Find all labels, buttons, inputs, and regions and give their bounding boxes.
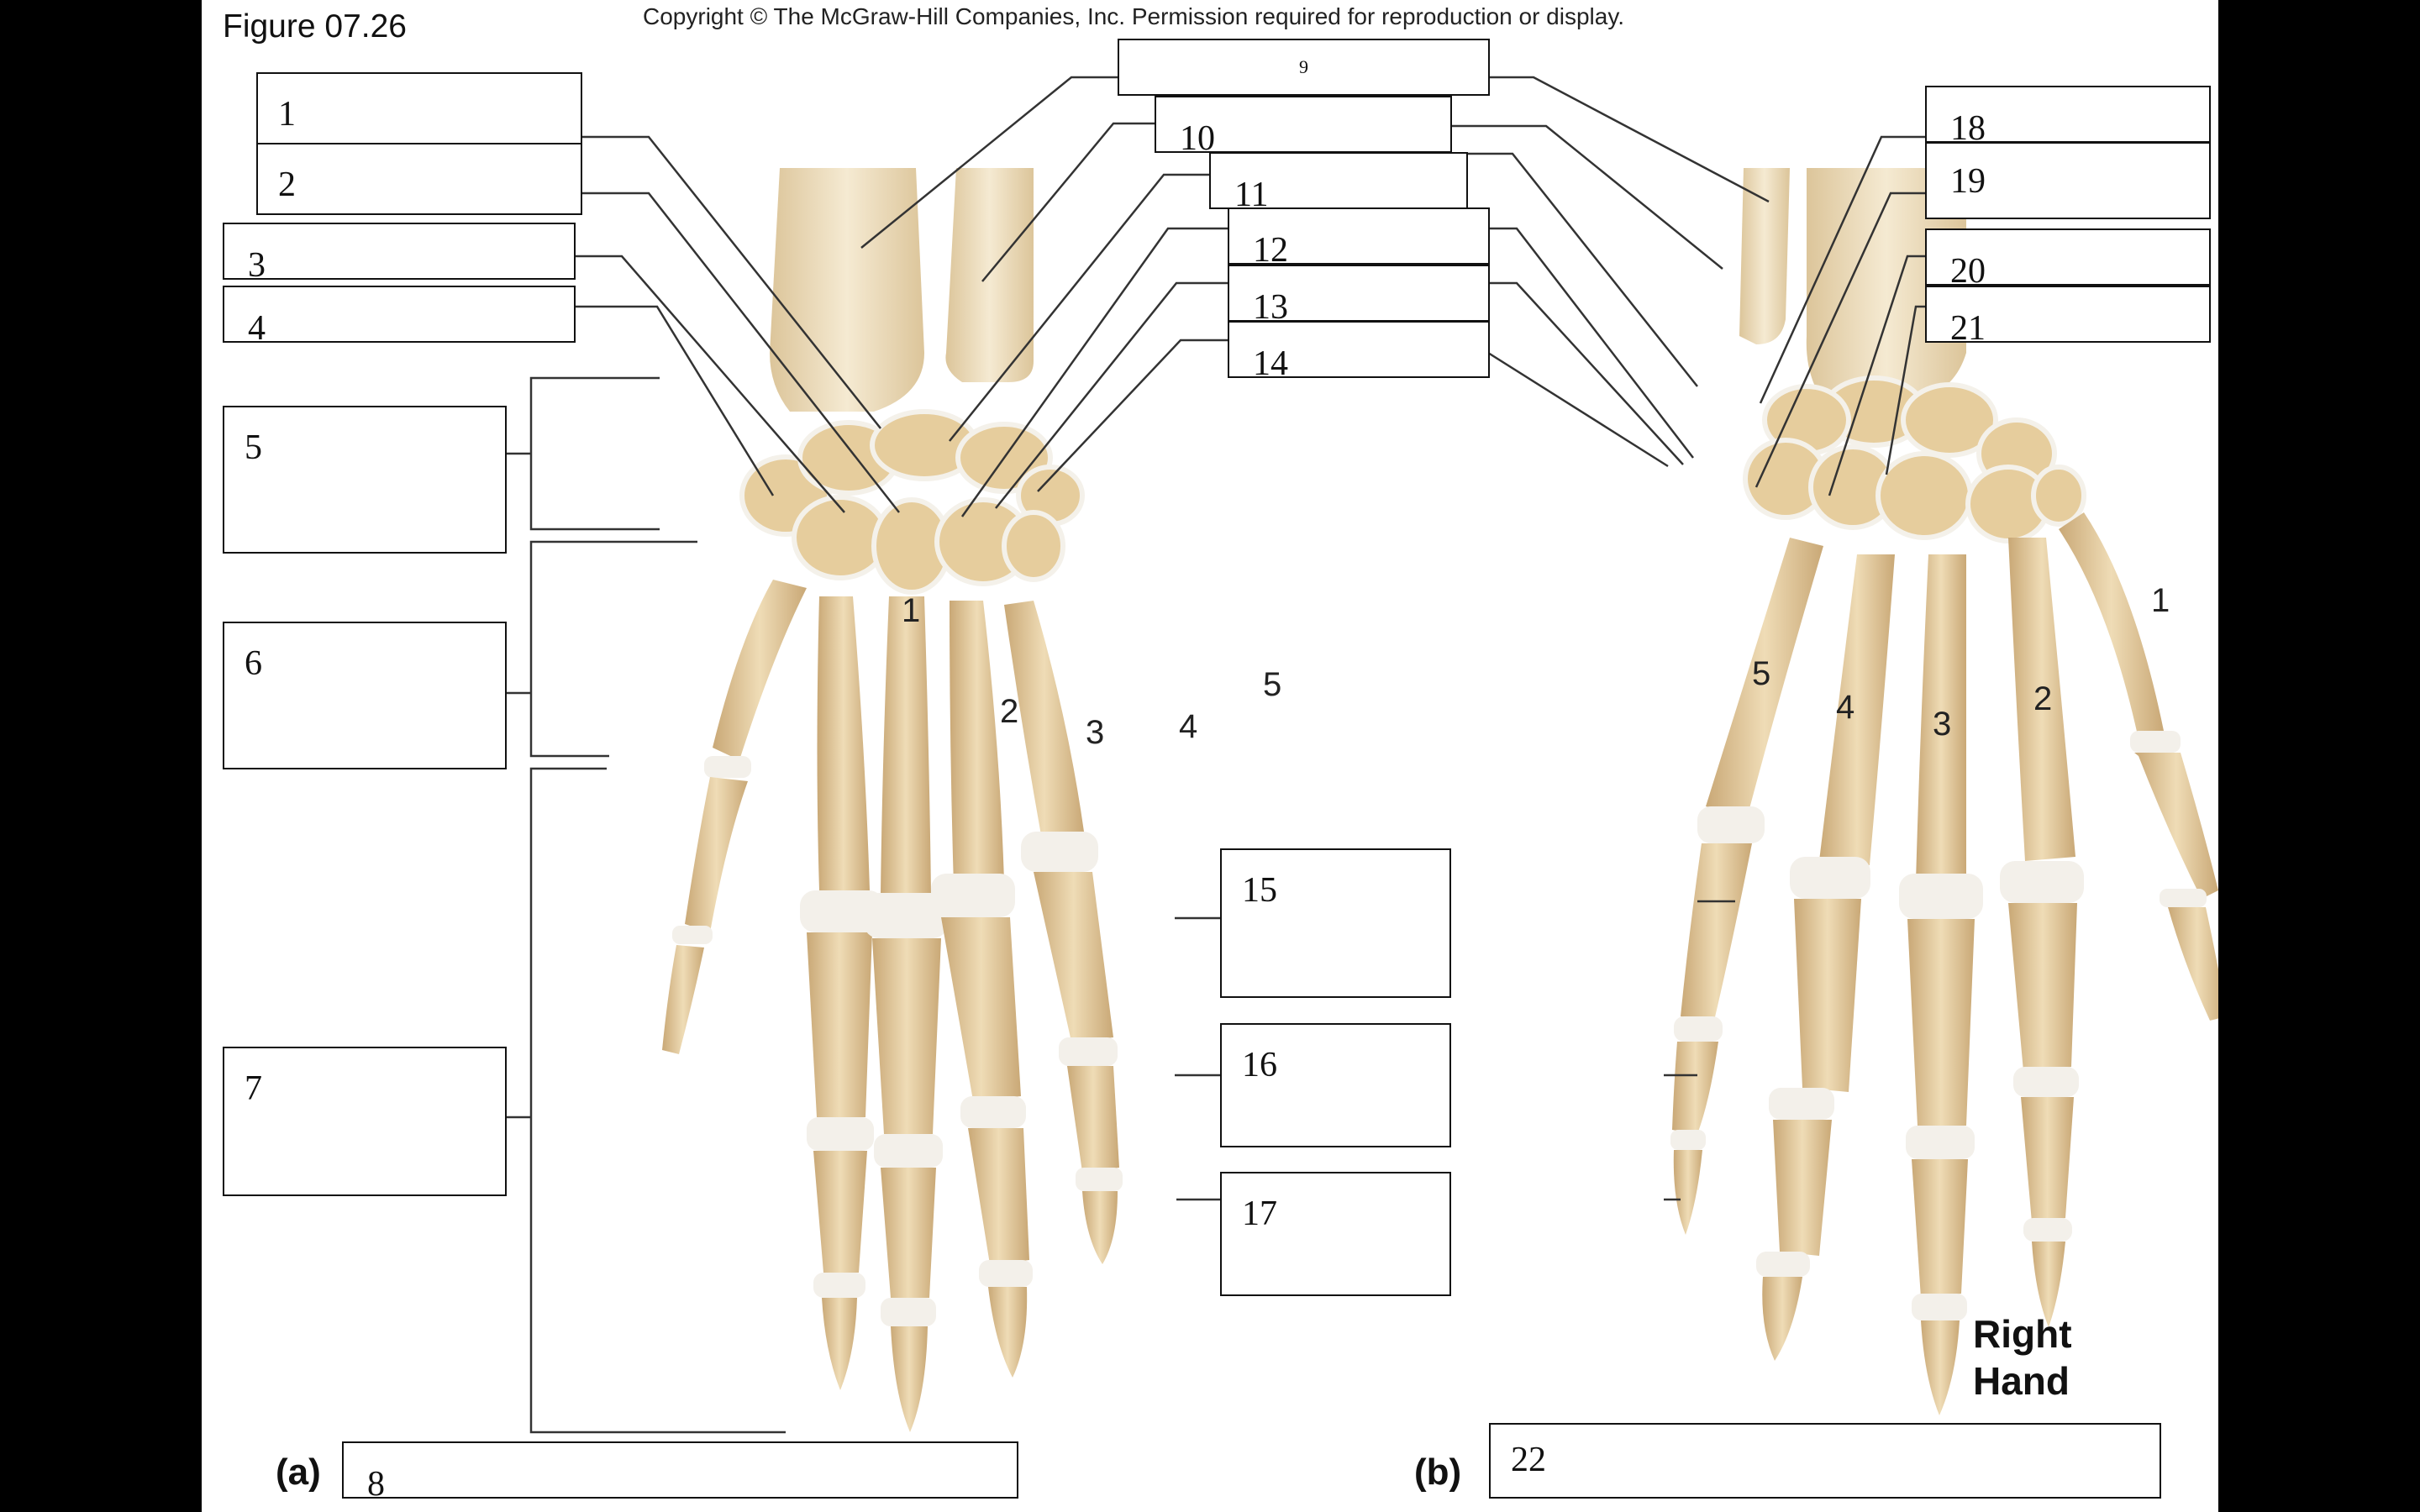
metacarpal-number: 2 bbox=[1000, 693, 1018, 730]
slide: Figure 07.26 Copyright © The McGraw-Hill… bbox=[202, 0, 2218, 1512]
label-number: 14 bbox=[1253, 344, 1288, 383]
label-box-3[interactable]: 3 bbox=[223, 223, 576, 285]
metacarpal-numbers-a: 1 2 3 4 5 bbox=[902, 592, 1281, 751]
label-box-13[interactable]: 13 bbox=[1228, 265, 1490, 327]
label-number: 6 bbox=[245, 644, 262, 683]
orientation-label: Right Hand bbox=[1973, 1310, 2072, 1404]
label-box-15[interactable]: 15 bbox=[1220, 848, 1451, 998]
label-number: 8 bbox=[367, 1465, 385, 1504]
metacarpal-number: 3 bbox=[1086, 714, 1104, 751]
label-box-20[interactable]: 20 bbox=[1925, 228, 2211, 291]
label-box-14[interactable]: 14 bbox=[1228, 321, 1490, 383]
label-number: 18 bbox=[1950, 109, 1986, 148]
hand-illustration: 1 2 3 4 5 1 2 3 4 5 bbox=[506, 76, 2218, 1434]
metacarpal-number: 4 bbox=[1836, 689, 1854, 726]
leader-lines bbox=[506, 76, 1926, 1434]
label-box-2[interactable]: 2 bbox=[256, 143, 582, 215]
copyright-notice: Copyright © The McGraw-Hill Companies, I… bbox=[643, 3, 1625, 29]
label-box-1[interactable]: 1 bbox=[256, 72, 582, 144]
label-box-17[interactable]: 17 bbox=[1220, 1172, 1451, 1296]
label-box-22[interactable]: 22 bbox=[1489, 1423, 2161, 1499]
label-number: 20 bbox=[1950, 252, 1986, 291]
label-number: 16 bbox=[1242, 1046, 1277, 1084]
label-number: 11 bbox=[1234, 176, 1269, 214]
label-box-12[interactable]: 12 bbox=[1228, 207, 1490, 270]
label-number: 13 bbox=[1253, 288, 1288, 327]
ulna-a bbox=[945, 168, 1034, 382]
label-box-10[interactable]: 10 bbox=[1155, 96, 1452, 158]
label-box-11[interactable]: 11 bbox=[1209, 152, 1468, 213]
label-number: 1 bbox=[278, 95, 296, 134]
label-box-8[interactable]: 8 bbox=[342, 1441, 1018, 1504]
metacarpal-number: 4 bbox=[1179, 708, 1197, 745]
label-box-21[interactable]: 21 bbox=[1925, 286, 2211, 348]
orientation-label-line1: Right bbox=[1973, 1312, 2072, 1356]
label-box-19[interactable]: 19 bbox=[1925, 142, 2211, 219]
figure-label: Figure 07.26 bbox=[223, 8, 407, 45]
panel-label-a: (a) bbox=[276, 1452, 321, 1493]
metacarpal-number: 1 bbox=[902, 592, 920, 629]
label-number: 15 bbox=[1242, 871, 1277, 910]
label-box-7[interactable]: 7 bbox=[223, 1047, 507, 1196]
label-number: 5 bbox=[245, 428, 262, 467]
hand-a bbox=[662, 168, 1123, 1432]
metacarpal-number: 1 bbox=[2151, 582, 2170, 619]
label-box-5[interactable]: 5 bbox=[223, 406, 507, 554]
panel-label-b: (b) bbox=[1414, 1452, 1462, 1493]
metacarpal-number: 5 bbox=[1752, 655, 1770, 692]
hand-b bbox=[1670, 168, 2218, 1415]
label-box-9[interactable]: 9 bbox=[1118, 39, 1490, 96]
metacarpal-number: 3 bbox=[1933, 706, 1951, 743]
label-number: 3 bbox=[248, 246, 266, 285]
label-number: 17 bbox=[1242, 1194, 1277, 1233]
label-number: 21 bbox=[1950, 309, 1986, 348]
metacarpal-numbers-b: 1 2 3 4 5 bbox=[1752, 582, 2170, 743]
label-number: 22 bbox=[1511, 1441, 1546, 1479]
label-number: 10 bbox=[1180, 119, 1215, 158]
label-number: 2 bbox=[278, 165, 296, 204]
label-box-16[interactable]: 16 bbox=[1220, 1023, 1451, 1147]
metacarpal-number: 2 bbox=[2033, 680, 2052, 717]
label-number: 19 bbox=[1950, 162, 1986, 201]
label-box-4[interactable]: 4 bbox=[223, 286, 576, 348]
label-number: 4 bbox=[248, 309, 266, 348]
label-box-18[interactable]: 18 bbox=[1925, 86, 2211, 148]
label-box-6[interactable]: 6 bbox=[223, 622, 507, 769]
radius-a bbox=[770, 168, 924, 412]
label-number: 12 bbox=[1253, 231, 1288, 270]
orientation-label-line2: Hand bbox=[1973, 1359, 2070, 1403]
metacarpal-number: 5 bbox=[1263, 666, 1281, 703]
label-number: 9 bbox=[1299, 56, 1308, 77]
label-number: 7 bbox=[245, 1069, 262, 1108]
